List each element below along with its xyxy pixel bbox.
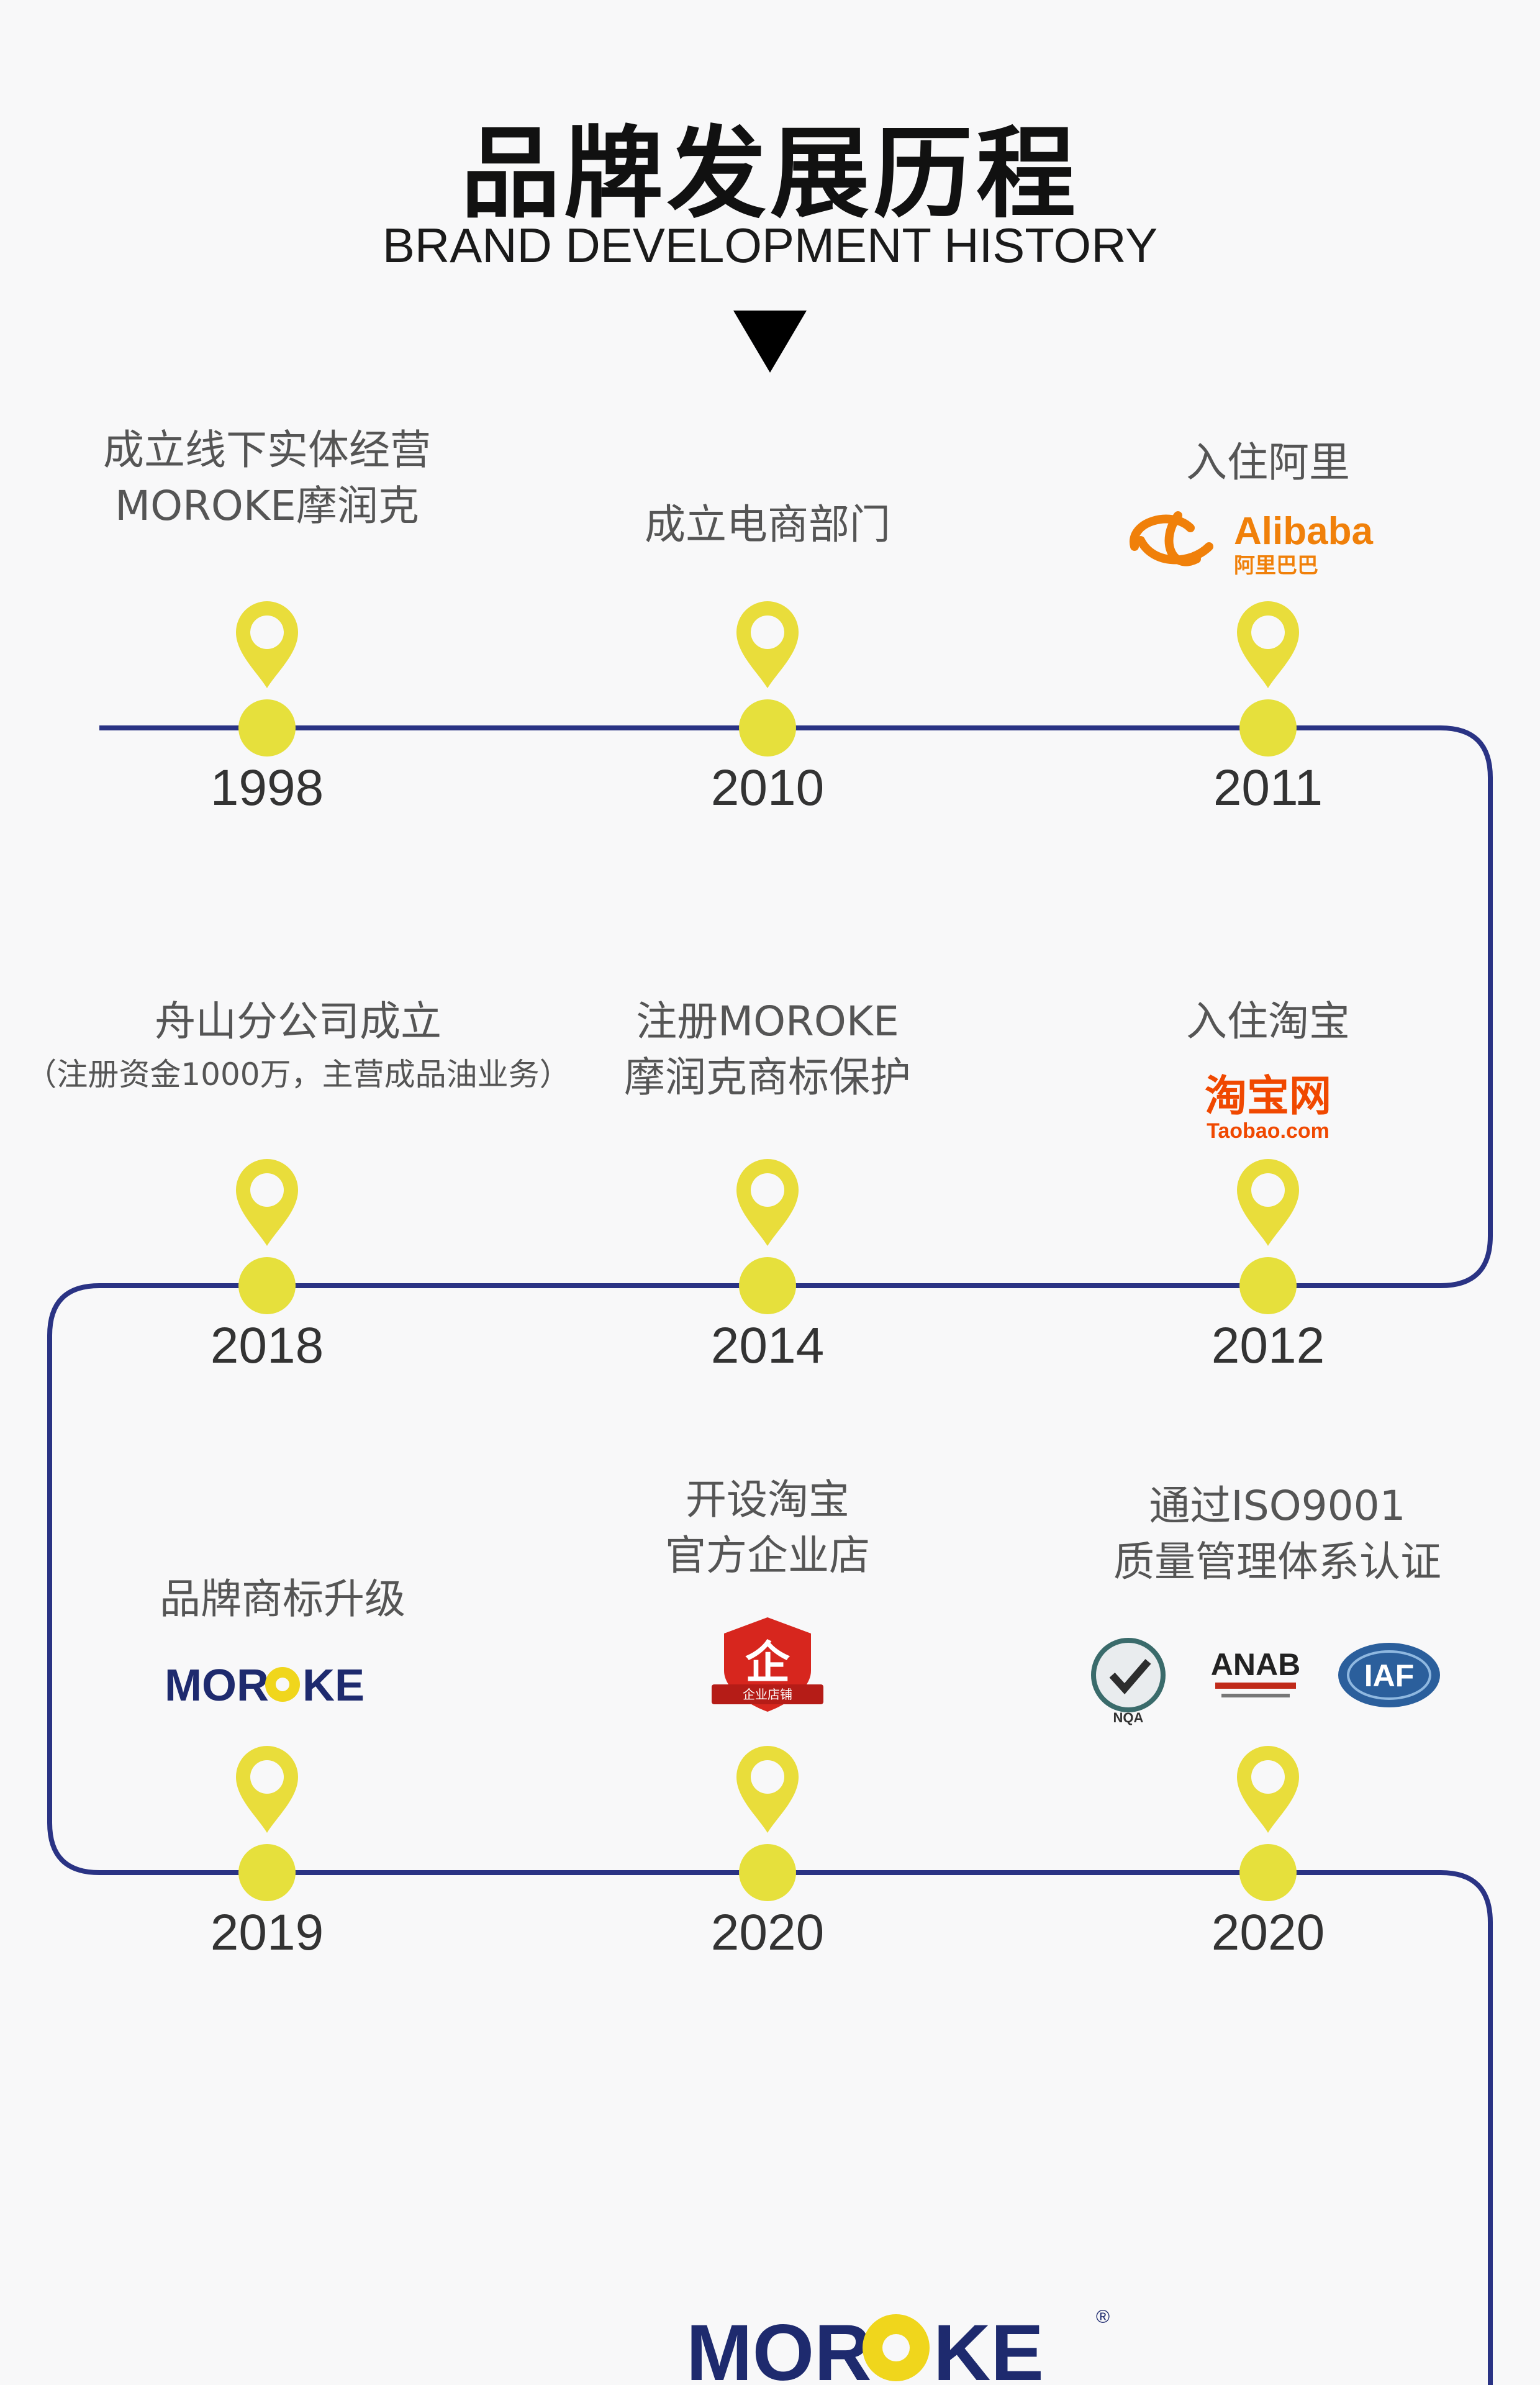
milestone-year: 2019 [210,1904,324,1961]
gear-icon [265,1667,300,1702]
registered-mark: ® [1096,2307,1110,2327]
milestone-year: 2014 [710,1317,825,1374]
svg-text:MOR: MOR [686,2309,872,2385]
svg-text:NQA: NQA [1113,1710,1144,1725]
svg-text:MOR: MOR [165,1661,269,1710]
milestone-year: 1998 [210,760,324,816]
timeline-dot [238,699,296,756]
milestone-label-line: 注册MOROKE [636,997,899,1045]
moroke-logo: MOR KE [165,1661,365,1710]
timeline-dot [739,1257,796,1314]
timeline-dot [1239,1844,1297,1901]
nqa-logo: NQA [1091,1638,1166,1725]
iaf-logo: IAF [1338,1643,1440,1707]
milestone-label-line: 舟山分公司成立 [155,997,442,1045]
milestone-label-line: 摩润克商标保护 [624,1053,911,1101]
milestone-year: 2012 [1211,1317,1325,1374]
certification-logos: NQA ANAB IAF [1091,1638,1440,1725]
milestone-year: 2020 [710,1904,825,1961]
timeline-dot [1239,699,1297,756]
milestone-label-line: 质量管理体系认证 [1113,1538,1441,1586]
milestone-label-line: 入住淘宝 [1186,997,1350,1045]
milestone-label: 开设淘宝官方企业店 [665,1472,870,1584]
svg-text:IAF: IAF [1364,1658,1415,1693]
down-arrow-icon [733,311,807,373]
svg-text:KE: KE [302,1661,365,1710]
page-title: 品牌发展历程 [460,116,1079,232]
svg-text:KE: KE [933,2309,1044,2385]
map-pin-icon [736,601,799,688]
milestone-label-line: 品牌商标升级 [160,1575,405,1623]
map-pin-icon [236,1159,298,1246]
milestone-year: 2010 [710,760,825,816]
alibaba-wordmark: Alibaba [1234,510,1373,553]
milestone-label-line: 通过ISO9001 [1149,1482,1406,1530]
map-pin-icon [736,1746,799,1833]
enterprise-glyph: 企 [745,1637,790,1689]
milestone-label: 品牌商标升级 [160,1571,405,1627]
map-pin-icon [236,1746,298,1833]
page-subtitle: BRAND DEVELOPMENT HISTORY [382,218,1158,273]
milestone-label-line: 官方企业店 [665,1532,870,1579]
milestone-label-line: 成立线下实体经营 [103,426,431,474]
milestone-year: 2011 [1213,760,1323,816]
taobao-domain: Taobao.com [1207,1119,1329,1143]
timeline-dot [238,1257,296,1314]
milestone-label-line: 入住阿里 [1186,438,1350,486]
milestone-label: 舟山分公司成立 （注册资金1000万，主营成品油业务） [25,994,570,1099]
milestone-label: 注册MOROKE 摩润克商标保护 [624,994,911,1106]
milestone-label-line: （注册资金1000万，主营成品油业务） [25,1056,571,1093]
milestone-year: 2020 [1211,1904,1325,1961]
map-pin-icon [1237,1159,1299,1246]
enterprise-caption: 企业店铺 [743,1687,792,1702]
map-pin-icon [236,601,298,688]
milestone-label: 成立线下实体经营 MOROKE摩润克 [103,422,431,534]
timeline-dot [1239,1257,1297,1314]
gear-icon [863,2314,930,2381]
timeline-path [47,725,1493,2385]
svg-text:ANAB: ANAB [1211,1647,1300,1682]
moroke-brand-logo: MOR KE ® [686,2307,1110,2385]
milestone-label-line: 成立电商部门 [645,501,890,548]
timeline-dot [739,699,796,756]
alibaba-cn-wordmark: 阿里巴巴 [1234,553,1318,578]
milestone-label: 入住阿里 [1186,435,1350,491]
milestone-year: 2018 [210,1317,324,1374]
milestone-label-line: 开设淘宝 [686,1476,849,1524]
map-pin-icon [736,1159,799,1246]
taobao-cn-wordmark: 淘宝网 [1205,1072,1331,1121]
map-pin-icon [1237,1746,1299,1833]
milestone-label-line: MOROKE摩润克 [115,482,419,530]
map-pin-icon [1237,601,1299,688]
anab-logo: ANAB [1211,1647,1300,1697]
milestone-label: 入住淘宝 [1186,994,1350,1050]
timeline-dot [238,1844,296,1901]
milestone-label: 通过ISO9001 质量管理体系认证 [1113,1478,1441,1590]
milestone-label: 成立电商部门 [645,497,890,553]
timeline-dot [739,1844,796,1901]
